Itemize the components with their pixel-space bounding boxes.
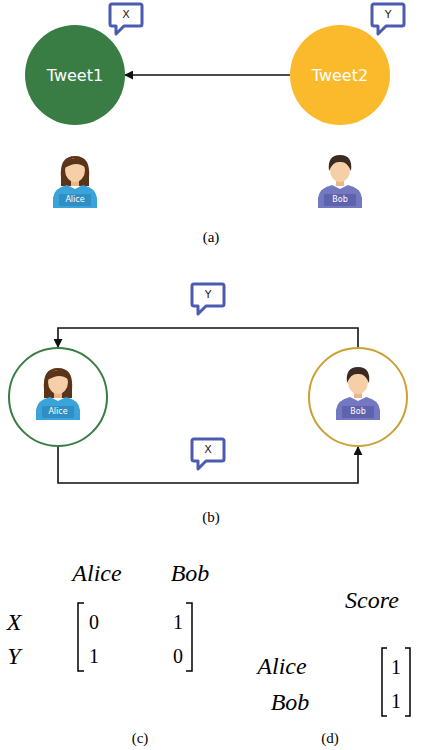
person-icon xyxy=(36,368,80,420)
edge-bubble: Y xyxy=(190,282,226,316)
vector-bracket xyxy=(382,648,387,716)
axis-label: X xyxy=(7,609,22,636)
edge-bubble: X xyxy=(190,437,226,471)
panel-caption: (a) xyxy=(203,229,220,246)
matrix-cell: 0 xyxy=(173,645,183,668)
tweet-circle: Tweet1 xyxy=(25,25,125,125)
flow-arrow xyxy=(125,74,290,76)
matrix-cell: 0 xyxy=(89,611,99,634)
person-icon xyxy=(53,156,97,208)
badge-text: Bob xyxy=(332,194,347,206)
badge-text: Alice xyxy=(65,194,84,206)
badge-text: Alice xyxy=(42,406,74,418)
flow-arrow xyxy=(58,328,358,347)
user-circle: Alice xyxy=(8,347,108,447)
matrix-cell: 1 xyxy=(391,656,401,679)
person-icon xyxy=(318,155,362,208)
bubble-text: Y xyxy=(370,5,406,25)
tweet-circle: Tweet2 xyxy=(290,25,390,125)
panel-caption: (c) xyxy=(132,730,149,747)
name-badge: Bob xyxy=(324,194,356,206)
matrix-cell: 1 xyxy=(89,645,99,668)
axis-label: Score xyxy=(345,587,399,614)
matrix-bracket xyxy=(78,603,84,671)
axis-label: Y xyxy=(7,643,20,670)
edge-label: X xyxy=(190,440,226,460)
badge-text: Bob xyxy=(342,406,374,418)
vector-bracket xyxy=(405,648,410,716)
bubble-text: X xyxy=(108,5,144,25)
name-badge: Alice xyxy=(59,194,91,206)
matrix-bracket xyxy=(186,603,192,671)
node-title: Tweet1 xyxy=(47,66,103,85)
edge-label: Y xyxy=(190,285,226,305)
user-circle: Bob xyxy=(308,347,408,447)
speech-bubble: Y xyxy=(370,2,406,36)
node-title: Tweet2 xyxy=(312,66,368,85)
panel-caption: (b) xyxy=(202,509,220,526)
axis-label: Bob xyxy=(271,689,310,716)
panel-caption: (d) xyxy=(321,730,339,747)
axis-label: Alice xyxy=(257,653,306,680)
axis-label: Alice xyxy=(72,560,121,587)
matrix-cell: 1 xyxy=(391,690,401,713)
person-icon xyxy=(336,367,380,420)
axis-label: Bob xyxy=(171,560,210,587)
matrix-cell: 1 xyxy=(173,611,183,634)
speech-bubble: X xyxy=(108,2,144,36)
